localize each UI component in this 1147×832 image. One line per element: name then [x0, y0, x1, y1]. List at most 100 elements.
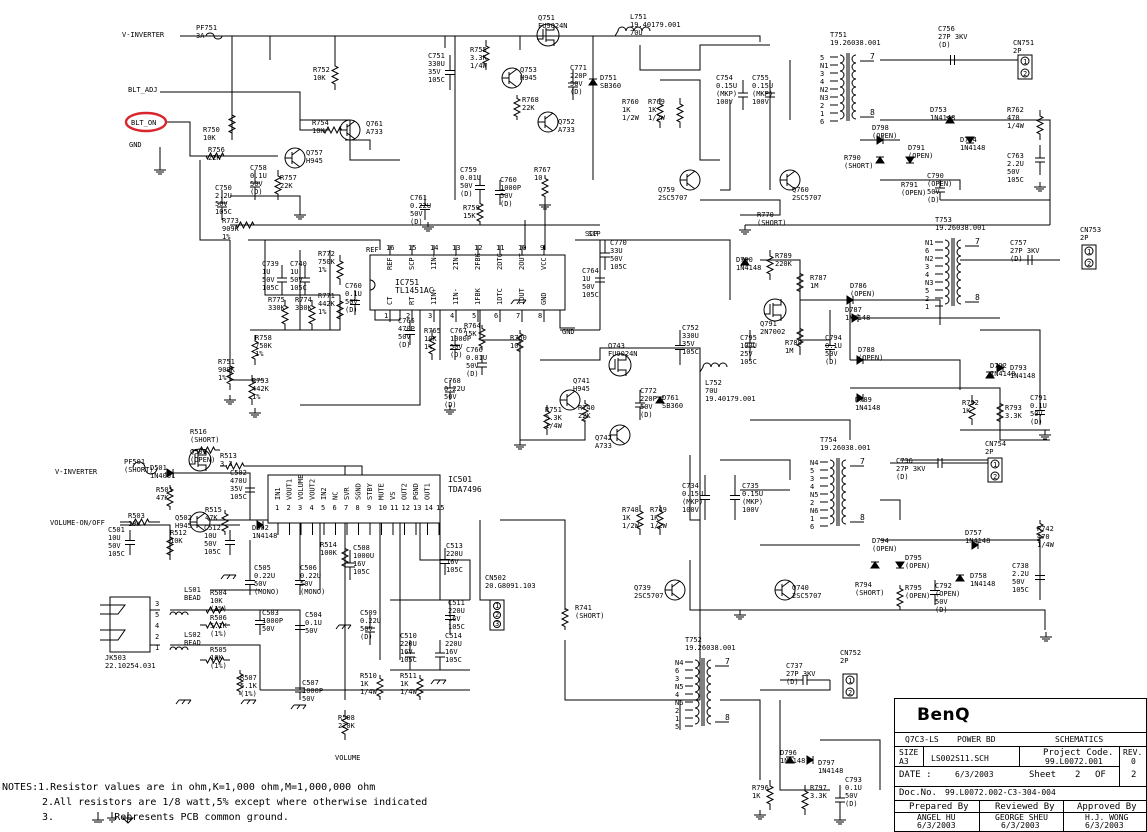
c793-label-3: (D)	[845, 800, 858, 808]
r792-label-0: R792	[962, 399, 979, 407]
transformer-pin: 7	[725, 657, 730, 666]
c503-label-0: C503	[262, 609, 279, 617]
r757-label-0: R757	[280, 174, 297, 182]
r760b-label-1: 10	[510, 342, 518, 350]
r512-label-0: R512	[170, 529, 187, 537]
c510-label-0: C510	[400, 632, 417, 640]
c734-label-3: 100V	[682, 506, 700, 514]
c758-capacitor	[250, 170, 260, 200]
r506-label-2: (1%)	[210, 630, 227, 638]
ic501-pin-label: VS	[389, 492, 397, 500]
c758-label-0: C758	[250, 164, 267, 172]
jk503-contacts	[100, 604, 127, 641]
c756-label-2: (D)	[938, 41, 951, 49]
r796-label-0: R796	[752, 784, 769, 792]
d753-label-1: 1N4148	[930, 114, 955, 122]
r748-label-1: 1K	[622, 514, 631, 522]
c764-label-1: 1U	[582, 275, 590, 283]
d791-label-0: D791	[908, 144, 925, 152]
c767-label-0: C767	[450, 327, 467, 335]
r506-label-1: 5.1K	[210, 622, 228, 630]
ground-symbol	[1034, 182, 1046, 192]
c739-label-0: C739	[262, 260, 279, 268]
c751-label-0: C751	[428, 52, 445, 60]
wire	[689, 455, 700, 521]
c772-label-0: C772	[640, 387, 657, 395]
c760b-label-2: 50V	[345, 298, 358, 306]
d793-label-1: 1N4148	[1010, 372, 1035, 380]
d794-label-0: D794	[872, 537, 889, 545]
r769-label-1: 1K	[648, 106, 657, 114]
net-scp-2: SCP	[588, 230, 601, 238]
r511-label-1: 1K	[400, 680, 409, 688]
transformer-pin: 1	[925, 303, 929, 311]
c750-label-3: 105C	[215, 208, 232, 216]
c758-label-3: (D)	[250, 188, 263, 196]
c750-label-0: C750	[215, 184, 232, 192]
r505-label-1: 10K	[210, 654, 223, 662]
d795-label-1: (OPEN)	[905, 562, 930, 570]
jk503-label-1: 22.10254.031	[105, 662, 156, 670]
pf501-label-0: PF501	[124, 458, 145, 466]
c738-label-2: 50V	[1012, 578, 1025, 586]
r796-label-1: 1K	[752, 792, 761, 800]
d798-label-1: (OPEN)	[872, 132, 897, 140]
wire	[639, 44, 770, 71]
pin-number: 2	[993, 473, 997, 481]
c771-label-0: C771	[570, 64, 587, 72]
ground-symbol	[444, 405, 456, 415]
r754-label-0: R754	[312, 119, 329, 127]
net-volume-onoff: VOLUME-ON/OFF	[50, 519, 105, 527]
r764-label-1: 15K	[464, 330, 477, 338]
c506-label-3: (MONO)	[300, 588, 325, 596]
t751-transformer	[830, 53, 874, 122]
wire	[750, 419, 851, 440]
c768-capacitor	[445, 380, 455, 400]
c770-label-3: 105C	[610, 263, 627, 271]
c758-label-2: 50V	[250, 180, 263, 188]
transformer-pin: N6	[810, 507, 818, 515]
net-scp: SCP	[585, 230, 598, 238]
r755-label-0: R755	[470, 46, 487, 54]
c794-label-3: (D)	[825, 358, 838, 366]
c772-capacitor	[635, 390, 645, 420]
c736-label-1: 27P 3KV	[896, 465, 926, 473]
r751-label-0: R751	[218, 358, 235, 366]
r759-resistor	[475, 200, 485, 225]
transformer-pin: N6	[675, 699, 683, 707]
c760b-capacitor	[350, 290, 360, 315]
q751-mosfet	[536, 23, 560, 47]
cn753-label-1: 2P	[1080, 234, 1088, 242]
r765-resistor	[427, 330, 437, 360]
d788-label-1: (OPEN)	[858, 354, 883, 362]
cn754-label-0: CN754	[985, 440, 1006, 448]
c513-label-1: 220U	[446, 550, 463, 558]
ic501-pin-number: 6	[333, 504, 337, 512]
r756-label-1: 22K	[208, 154, 221, 162]
d787-diode	[851, 313, 859, 323]
pf751-label-0: PF751	[196, 24, 217, 32]
c760b-label-3: (D)	[345, 306, 358, 314]
c507-label-2: 50V	[302, 695, 315, 703]
c766-label-1: 0.01U	[466, 354, 487, 362]
d753-label-0: D753	[930, 106, 947, 114]
r504-label-2: (1%)	[210, 605, 227, 613]
note-line-2: 2.All resistors are 1/8 watt,5% except w…	[42, 797, 428, 808]
r751b-label-2: 1/4W	[545, 422, 563, 430]
c791-label-0: C791	[1030, 394, 1047, 402]
ic751-pin-number: 9	[540, 244, 544, 252]
r506-label-0: R506	[210, 614, 227, 622]
tb-date-label: DATE :	[899, 770, 932, 780]
wire	[760, 680, 831, 691]
r749-label-0: R749	[650, 506, 667, 514]
c758-label-1: 0.1U	[250, 172, 267, 180]
c736-label-2: (D)	[896, 473, 909, 481]
r507-resistor	[235, 670, 245, 695]
transistor-leads	[190, 512, 206, 532]
r501-label-1: 47K	[156, 494, 169, 502]
r516-label-0: R516	[190, 428, 207, 436]
r796-resistor	[765, 780, 775, 810]
d790-diode	[740, 258, 750, 266]
c792-label-3: (D)	[935, 606, 948, 614]
r769-resistor	[675, 98, 685, 128]
